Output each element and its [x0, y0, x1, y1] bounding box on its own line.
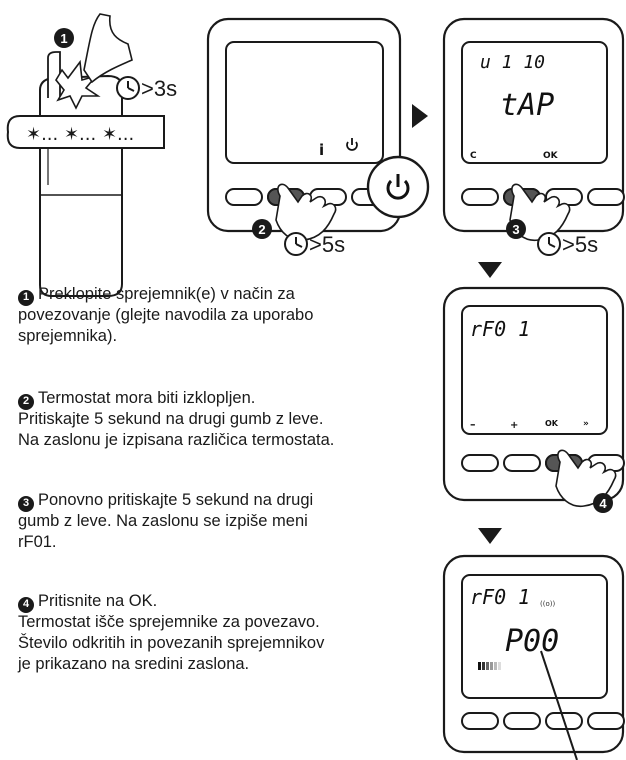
press-flash-icon [55, 59, 101, 110]
arrow-down-icon-2 [478, 528, 502, 544]
svg-text:C: C [470, 151, 477, 161]
receiver-device [39, 13, 133, 297]
step-text: Termostat išče sprejemnike za povezavo. [18, 613, 320, 631]
svg-text:OK: OK [545, 419, 559, 428]
marker-2: 2 [252, 219, 272, 239]
step-text: Število odkritih in povezanih sprejemnik… [18, 634, 325, 652]
marker-1: 1 [54, 28, 74, 48]
power-icon [346, 138, 358, 151]
step-text: rF01. [18, 533, 57, 551]
svg-text:((o)): ((o)) [540, 600, 555, 608]
step-number: 1 [18, 289, 34, 306]
svg-text:+: + [510, 420, 518, 431]
step-text: Termostat mora biti izklopljen. [38, 389, 256, 407]
svg-text:1: 1 [60, 31, 67, 46]
signal-bar-icon [478, 662, 501, 670]
svg-text:>5s: >5s [562, 232, 598, 257]
power-button-zoom [366, 155, 430, 219]
clock-icon [116, 76, 140, 100]
step-number: 3 [18, 495, 34, 512]
svg-text:4: 4 [599, 496, 607, 511]
svg-text:✶... ✶... ✶...: ✶... ✶... ✶... [26, 124, 134, 145]
svg-text:u 1 10: u 1 10 [480, 52, 545, 73]
thermostat-rf01-screen: rF0 1 – + OK » [442, 286, 625, 508]
step-number: 2 [18, 393, 34, 410]
arrow-right-icon [412, 104, 428, 128]
hold-5s-timer-2: >5s [537, 232, 598, 257]
thermostat-version-screen: u 1 10 tAP C OK [442, 17, 625, 242]
step-text: gumb z leve. Na zaslonu se izpiše meni [18, 512, 308, 530]
svg-text:2: 2 [258, 222, 265, 237]
hold-3s-timer: >3s [116, 76, 177, 101]
svg-text:>5s: >5s [309, 232, 345, 257]
info-label: i [319, 141, 324, 159]
hold-5s-timer: >5s [284, 232, 345, 257]
svg-text:OK: OK [543, 151, 559, 161]
step-text: je prikazano na sredini zaslona. [18, 655, 250, 673]
step-text: Ponovno pritiskajte 5 sekund na drugi [38, 491, 314, 509]
blink-indicator: ✶... ✶... ✶... [6, 115, 165, 149]
svg-text:P00: P00 [505, 624, 559, 659]
marker-3: 3 [506, 219, 526, 239]
pointer-line [540, 650, 578, 760]
arrow-down-icon [478, 262, 502, 278]
marker-4: 4 [593, 493, 613, 513]
svg-text:>3s: >3s [141, 76, 177, 101]
svg-text:tAP: tAP [500, 88, 554, 123]
step-text: povezovanje (glejte navodila za uporabo [18, 306, 314, 324]
step-text: Pritiskajte 5 sekund na drugi gumb z lev… [18, 410, 324, 428]
step-text: Pritisnite na OK. [38, 592, 158, 610]
step-number: 4 [18, 596, 34, 613]
thermostat-off: i [206, 17, 402, 242]
svg-text:rF0 1: rF0 1 [470, 317, 530, 341]
svg-text:3: 3 [512, 222, 519, 237]
thermostat-pairing-screen: rF0 1 ((o)) P00 [442, 554, 625, 760]
step-text: sprejemnika). [18, 327, 118, 345]
hand-icon [83, 13, 133, 84]
step-text: Preklopite sprejemnik(e) v način za [38, 285, 295, 303]
svg-text:rF0 1: rF0 1 [470, 585, 530, 609]
step-text: Na zaslonu je izpisana različica termost… [18, 431, 335, 449]
svg-text:–: – [470, 418, 476, 431]
svg-text:»: » [583, 419, 589, 429]
